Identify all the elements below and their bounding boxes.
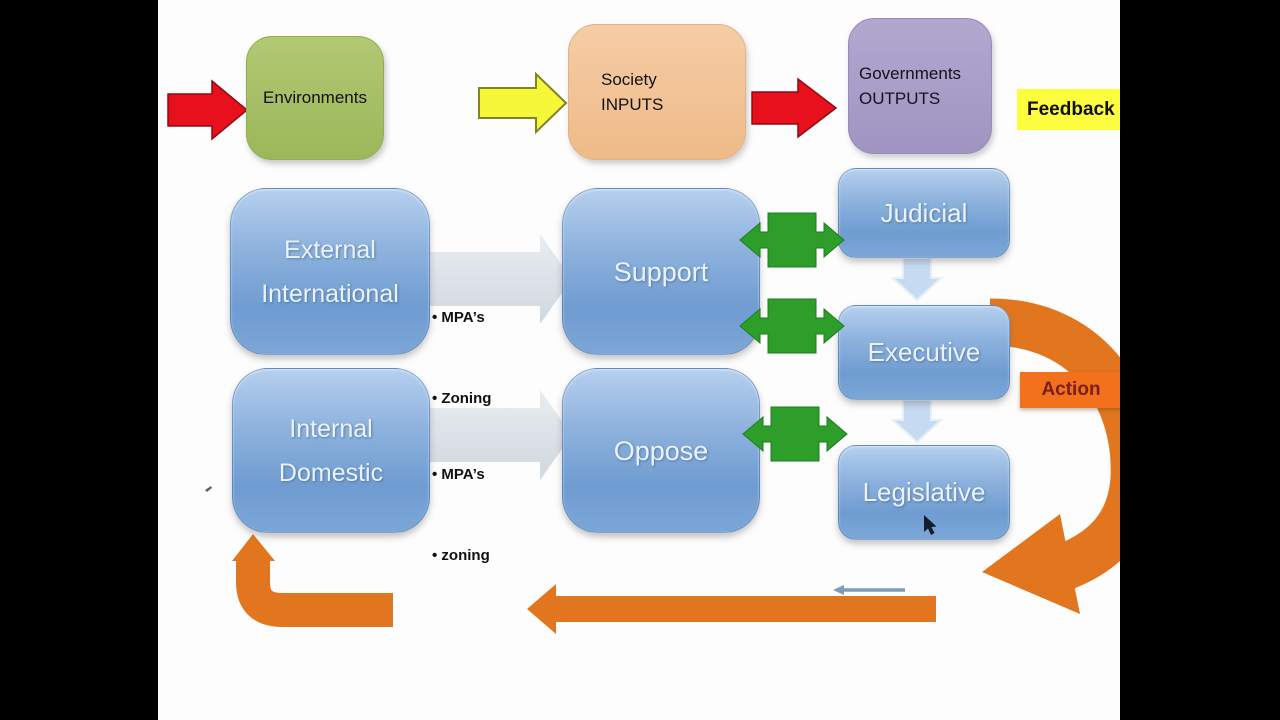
green-connector-icon	[742, 406, 848, 462]
mouse-cursor-icon	[924, 515, 937, 535]
bullet-item: • MPA’s	[432, 309, 485, 326]
green-connector-icon	[739, 212, 845, 268]
society-inputs-box: Society INPUTS	[568, 24, 746, 160]
return-arrow-icon	[527, 584, 936, 634]
gray-arrow-icon	[428, 234, 572, 324]
stray-mark	[205, 486, 212, 492]
letterbox-left	[0, 0, 158, 720]
down-arrow-icon	[890, 257, 944, 302]
bullet-item: • MPA’s	[432, 466, 485, 483]
legislative-label: Legislative	[862, 477, 986, 507]
elbow-arrowhead-icon	[232, 534, 275, 561]
oppose-box: Oppose	[562, 368, 760, 533]
thin-line-arrowhead-icon	[833, 585, 844, 595]
support-label: Support	[613, 256, 709, 287]
oppose-label: Oppose	[613, 435, 709, 466]
yellow-arrow-icon	[478, 71, 568, 135]
judicial-box: Judicial	[838, 168, 1010, 258]
elbow-arrow-icon	[236, 558, 393, 627]
external-label-line2: International	[261, 279, 399, 308]
society-label-line2: INPUTS	[601, 95, 664, 114]
red-arrow-icon	[751, 77, 838, 139]
down-arrow-icon	[890, 399, 944, 444]
action-curve-arrowhead-icon	[982, 514, 1080, 614]
environments-box: Environments	[246, 36, 384, 160]
executive-box: Executive	[838, 305, 1010, 400]
feedback-text: Feedback	[1027, 98, 1115, 120]
external-label-line1: External	[284, 235, 376, 264]
bullet-item: • zoning	[432, 547, 490, 564]
governments-label-line2: OUTPUTS	[859, 89, 941, 108]
governments-outputs-box: Governments OUTPUTS	[848, 18, 992, 154]
bullet-item: • Zoning	[432, 390, 492, 407]
executive-label: Executive	[867, 337, 981, 367]
support-box: Support	[562, 188, 760, 355]
external-international-box: External International	[230, 188, 430, 355]
environments-label: Environments	[263, 88, 367, 107]
red-arrow-icon	[167, 79, 249, 141]
governments-label-line1: Governments	[859, 64, 962, 83]
letterbox-right	[1120, 0, 1280, 720]
action-label: Action	[1020, 372, 1122, 408]
internal-label-line2: Domestic	[278, 458, 384, 487]
external-arrow-bullets: • MPA’s • Zoning	[432, 250, 491, 466]
judicial-label: Judicial	[880, 197, 968, 228]
society-label-line1: Society	[601, 70, 657, 89]
action-text: Action	[1041, 379, 1101, 400]
gray-arrow-icon	[428, 390, 572, 480]
internal-arrow-bullets: • MPA’s • zoning	[432, 407, 490, 623]
legislative-box: Legislative	[838, 445, 1010, 540]
internal-domestic-box: Internal Domestic	[232, 368, 430, 533]
internal-label-line1: Internal	[289, 414, 373, 443]
green-connector-icon	[739, 298, 845, 354]
